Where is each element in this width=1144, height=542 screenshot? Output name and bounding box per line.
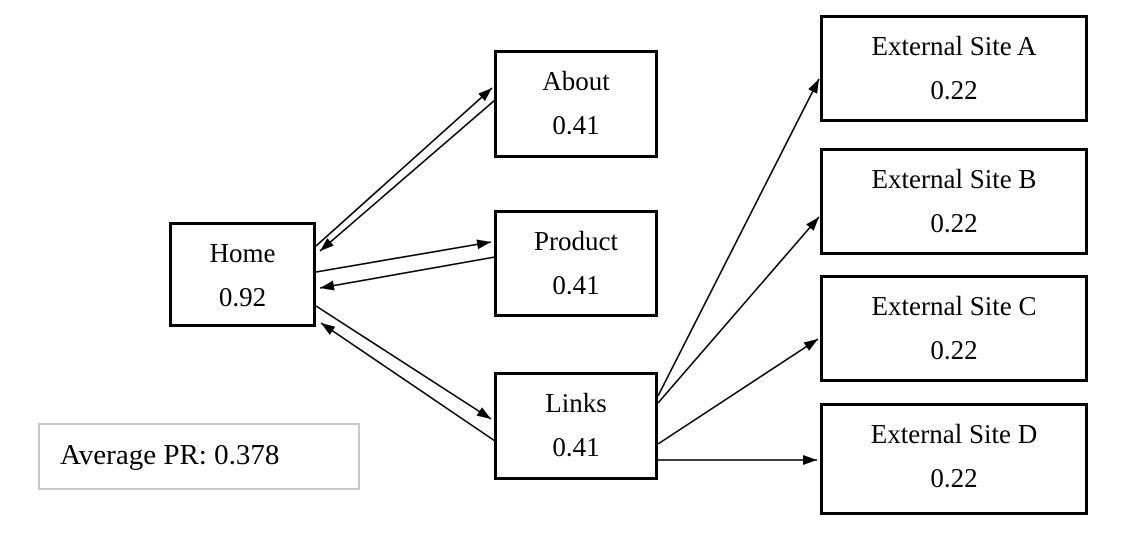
node-links: Links 0.41	[494, 372, 658, 480]
edge-home-to-links	[315, 305, 492, 420]
edge-links-to-home	[320, 322, 496, 442]
node-external-site-a: External Site A 0.22	[820, 15, 1088, 122]
node-home-value: 0.92	[218, 282, 267, 312]
node-product: Product 0.41	[494, 210, 658, 317]
node-about-label: About	[542, 66, 610, 96]
average-pr-label: Average PR: 0.378	[60, 439, 280, 471]
node-external-site-c-value: 0.22	[930, 335, 978, 365]
node-external-site-d-label: External Site D	[870, 419, 1038, 449]
node-about-value: 0.41	[552, 110, 600, 140]
node-external-site-b-value: 0.22	[930, 208, 978, 238]
node-links-value: 0.41	[552, 432, 600, 462]
edge-home-to-about	[315, 87, 493, 247]
edge-about-to-home	[319, 99, 496, 252]
edge-links-to-external-b	[657, 216, 820, 404]
node-external-site-d-value: 0.22	[930, 463, 978, 493]
node-home: Home 0.92	[169, 222, 316, 327]
edge-links-to-external-a	[657, 78, 820, 397]
edge-home-to-product	[315, 239, 492, 273]
node-external-site-b-label: External Site B	[871, 164, 1037, 194]
node-external-site-a-value: 0.22	[930, 75, 978, 105]
node-product-label: Product	[534, 226, 618, 256]
edge-product-to-home	[319, 256, 496, 291]
node-external-site-b: External Site B 0.22	[820, 148, 1088, 255]
node-external-site-c: External Site C 0.22	[820, 275, 1088, 382]
node-external-site-c-label: External Site C	[871, 291, 1037, 321]
node-external-site-a-label: External Site A	[871, 31, 1037, 61]
average-pr-annotation: Average PR: 0.378	[38, 423, 360, 490]
node-external-site-d: External Site D 0.22	[820, 403, 1088, 515]
node-about: About 0.41	[494, 50, 658, 158]
node-home-label: Home	[209, 238, 276, 268]
edge-links-to-external-c	[657, 338, 819, 445]
node-product-value: 0.41	[552, 270, 600, 300]
node-links-label: Links	[545, 388, 607, 418]
